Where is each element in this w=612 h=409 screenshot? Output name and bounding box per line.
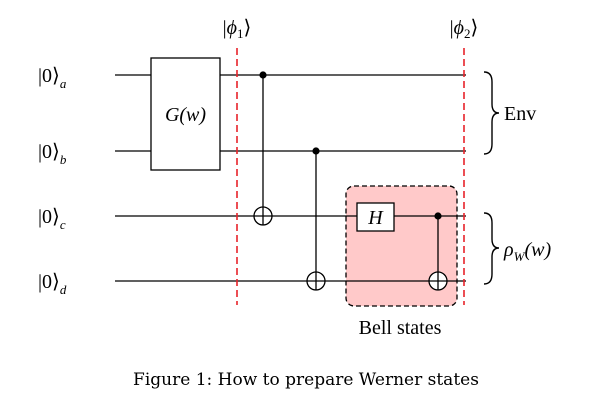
- cnot-cd-control-dot: [434, 212, 442, 220]
- gate-h: [356, 202, 395, 232]
- qubit-label-a: |0⟩a: [38, 65, 67, 91]
- phi1-label: |ϕ1⟩: [223, 17, 252, 41]
- env-brace: [483, 71, 500, 155]
- qubit-label-c: |0⟩c: [38, 206, 66, 232]
- rho-brace: [483, 212, 500, 285]
- gate-g: [150, 57, 221, 171]
- phi2-label: |ϕ2⟩: [450, 17, 479, 41]
- env-label: Env: [504, 103, 536, 125]
- figure-caption: Figure 1: How to prepare Werner states: [133, 370, 479, 390]
- qubit-label-d: |0⟩d: [38, 271, 67, 297]
- cnot-cd-target: [428, 271, 448, 291]
- gate-h-label: H: [367, 207, 384, 229]
- gate-g-label: G(w): [165, 104, 206, 126]
- cnot-bd-control-dot: [312, 147, 320, 155]
- qubit-label-b: |0⟩b: [38, 141, 67, 167]
- rho-label: ρW(w): [503, 239, 551, 264]
- cnot-ac-control-dot: [259, 71, 267, 79]
- bell-states-label: Bell states: [359, 317, 442, 339]
- cnot-bd-target: [306, 271, 326, 291]
- cnot-ac-target: [253, 206, 273, 226]
